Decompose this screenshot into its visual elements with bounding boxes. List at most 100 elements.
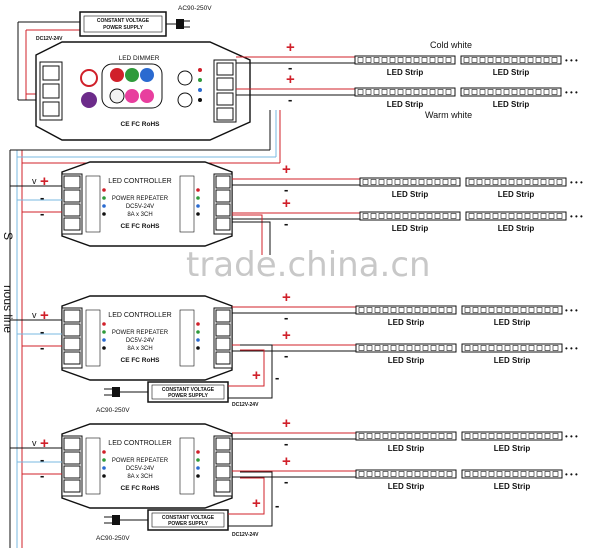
led-chip-icon (362, 179, 369, 185)
led-chip-icon (445, 57, 452, 63)
minus-sign: - (40, 468, 44, 483)
led-strip-label: LED Strip (392, 190, 429, 199)
led-chip-icon (382, 345, 389, 351)
continuation-dots: • • • (565, 470, 578, 479)
led-chip-icon (468, 179, 475, 185)
minus-sign: - (40, 206, 44, 221)
led-chip-icon (536, 433, 543, 439)
led-chip-icon (508, 179, 515, 185)
led-chip-icon (405, 57, 412, 63)
terminal-icon (215, 323, 231, 337)
led-strip-label: LED Strip (494, 356, 531, 365)
led-chip-icon (512, 433, 519, 439)
led-chip-icon (437, 57, 444, 63)
led-strip (355, 469, 457, 479)
led-chip-icon (389, 89, 396, 95)
controller-cert: CE FC RoHS (121, 485, 161, 492)
led-strip (465, 177, 567, 187)
led-chip-icon (535, 89, 542, 95)
led-strip (354, 55, 456, 65)
plug-icon (112, 515, 120, 525)
led-chip-icon (488, 345, 495, 351)
controller-line3: 8A x 3CH (127, 474, 152, 480)
led-chip-icon (382, 433, 389, 439)
button-green-icon (125, 68, 139, 82)
led-chip-icon (382, 307, 389, 313)
dimmer-cert: CE FC RoHS (121, 121, 161, 128)
led-strip (465, 211, 567, 221)
power-supply-top: CONSTANT VOLTAGE POWER SUPPLY AC90-250V … (36, 5, 212, 42)
led-chip-icon (504, 433, 511, 439)
led-chip-icon (450, 179, 457, 185)
led-chip-icon (528, 307, 535, 313)
led-chip-icon (446, 307, 453, 313)
led-chip-icon (500, 213, 507, 219)
continuation-dots: • • • (565, 88, 578, 97)
led-chip-icon (476, 213, 483, 219)
led-chip-icon (366, 307, 373, 313)
dc-output-label-bottom: DC12V-24V (232, 532, 259, 538)
controller-line3: 8A x 3CH (127, 212, 152, 218)
led-chip-icon (378, 213, 385, 219)
controller-line1: POWER REPEATER (112, 458, 169, 464)
led-chip-icon (528, 471, 535, 477)
terminal-icon (63, 451, 81, 465)
led-chip-icon (519, 57, 526, 63)
led-strip (355, 305, 457, 315)
terminal-icon (63, 203, 81, 217)
mode-button-icon (81, 92, 97, 108)
led-chip-icon (503, 89, 510, 95)
led-chip-icon (410, 179, 417, 185)
led-chip-icon (484, 213, 491, 219)
led-chip-icon (543, 57, 550, 63)
led-chip-icon (464, 433, 471, 439)
led-strip (461, 305, 563, 315)
terminal-icon (63, 217, 81, 231)
led-chip-icon (446, 433, 453, 439)
led-chip-icon (492, 213, 499, 219)
led-chip-icon (358, 471, 365, 477)
minus-sign: - (284, 474, 288, 489)
led-strip-label: LED Strip (494, 444, 531, 453)
led-chip-icon (398, 433, 405, 439)
led-chip-icon (511, 57, 518, 63)
warm-white-label: Warm white (425, 110, 472, 120)
led-chip-icon (410, 213, 417, 219)
led-chip-icon (381, 89, 388, 95)
terminal-icon (215, 465, 231, 479)
led-chip-icon (535, 57, 542, 63)
led-chip-icon (524, 213, 531, 219)
led-chip-icon (472, 471, 479, 477)
led-chip-icon (445, 89, 452, 95)
led-chip-icon (406, 433, 413, 439)
ac-input-label-top: AC90-250V (178, 5, 212, 12)
controller-line2: DC5V-24V (126, 204, 154, 210)
v-mark: v (32, 310, 37, 320)
terminal-icon (215, 203, 231, 217)
led-chip-icon (370, 179, 377, 185)
led-strip (359, 177, 461, 187)
led-chip-icon (524, 179, 531, 185)
led-chip-icon (528, 433, 535, 439)
plus-sign: + (282, 453, 291, 470)
led-chip-icon (413, 89, 420, 95)
button-white-icon (109, 88, 125, 104)
led-chip-icon (429, 57, 436, 63)
led-chip-icon (430, 345, 437, 351)
terminal-icon (215, 217, 231, 231)
led-chip-icon (426, 179, 433, 185)
led-chip-icon (442, 179, 449, 185)
led-chip-icon (386, 213, 393, 219)
continuation-dots: • • • (565, 306, 578, 315)
controller-cert: CE FC RoHS (121, 357, 161, 364)
led-chip-icon (496, 471, 503, 477)
plus-sign: + (286, 39, 295, 56)
led-chip-icon (397, 89, 404, 95)
led-chip-icon (512, 345, 519, 351)
terminal-icon (216, 62, 234, 76)
